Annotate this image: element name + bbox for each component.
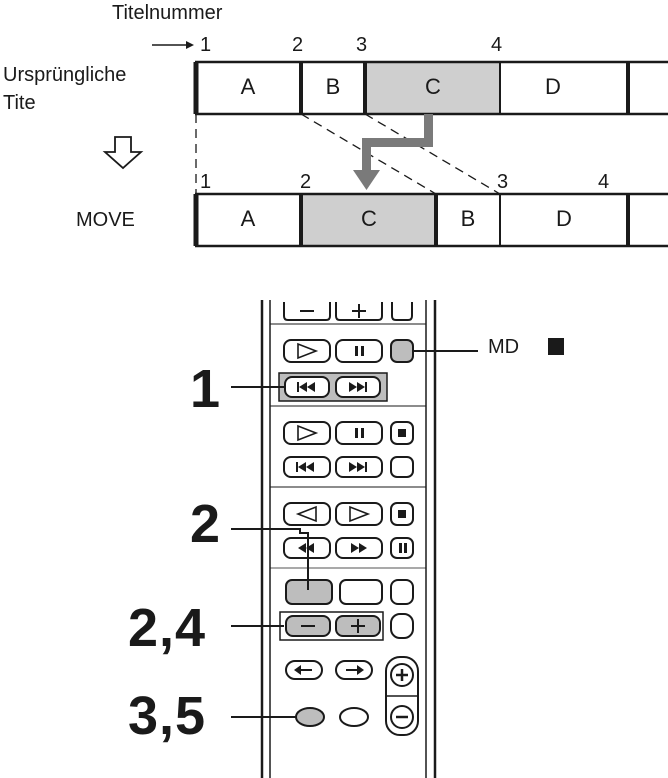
callout-step-1: 1 xyxy=(190,359,222,419)
original-track-label: A xyxy=(240,74,256,99)
move-label: MOVE xyxy=(76,209,135,231)
minus-button[interactable] xyxy=(285,615,331,637)
md-stop-button[interactable] xyxy=(390,339,414,363)
title-number-label: Titelnummer xyxy=(112,2,223,24)
left-arrow-button[interactable] xyxy=(285,660,323,680)
move-number: 4 xyxy=(598,171,610,193)
original-track-label: C xyxy=(425,74,441,99)
original-track-label: D xyxy=(545,74,561,99)
md-next-button[interactable] xyxy=(335,376,381,398)
cd-next-button[interactable] xyxy=(335,456,383,478)
md-pause-button[interactable] xyxy=(335,339,383,363)
blank-button[interactable] xyxy=(339,579,383,605)
callout-lines xyxy=(231,350,478,718)
round-button[interactable] xyxy=(390,613,414,639)
md-play-button[interactable] xyxy=(283,339,331,363)
cd-pause-button[interactable] xyxy=(335,421,383,445)
hollow-down-arrow-icon xyxy=(102,136,144,170)
callout-step-2: 2 xyxy=(190,494,222,554)
move-number: 3 xyxy=(497,171,509,193)
move-track-c-highlight xyxy=(302,194,436,246)
tape-pause-button[interactable] xyxy=(390,537,414,559)
tape-fast-forward-button[interactable] xyxy=(335,537,383,559)
move-track-strip xyxy=(193,192,668,248)
top-partial-row xyxy=(283,302,413,321)
original-number: 4 xyxy=(491,34,503,56)
move-track-label: C xyxy=(361,206,377,231)
oval-button[interactable] xyxy=(339,707,369,727)
tape-reverse-play-button[interactable] xyxy=(283,502,331,526)
right-arrow-button[interactable] xyxy=(335,660,373,680)
move-number: 2 xyxy=(300,171,312,193)
original-number: 1 xyxy=(200,34,212,56)
md-stop-label: MD xyxy=(488,336,520,358)
stop-square-icon xyxy=(548,338,564,355)
original-track-c-highlight xyxy=(367,62,500,114)
callout-step-2-4: 2,4 xyxy=(128,598,207,658)
move-track-label: D xyxy=(556,206,572,231)
cd-previous-button[interactable] xyxy=(283,456,331,478)
small-button[interactable] xyxy=(390,579,414,605)
tape-play-button[interactable] xyxy=(335,502,383,526)
tape-stop-button[interactable] xyxy=(390,502,414,526)
md-previous-button[interactable] xyxy=(284,376,330,398)
cd-play-button[interactable] xyxy=(283,421,331,445)
enter-button[interactable] xyxy=(295,707,325,727)
original-label-line2: Tite xyxy=(3,92,36,114)
original-track-strip xyxy=(193,60,668,116)
move-track-label: A xyxy=(240,206,256,231)
original-number: 2 xyxy=(292,34,304,56)
callout-step-3-5: 3,5 xyxy=(128,686,207,746)
move-arrow-icon xyxy=(353,114,433,190)
cd-stop-button[interactable] xyxy=(390,421,414,445)
original-number: 3 xyxy=(356,34,368,56)
plus-button[interactable] xyxy=(335,615,381,637)
move-track-label: B xyxy=(460,206,476,231)
volume-rocker[interactable] xyxy=(385,656,419,736)
move-number: 1 xyxy=(200,171,212,193)
cd-extra-button[interactable] xyxy=(390,456,414,478)
original-track-label: B xyxy=(325,74,341,99)
original-label-line1: Ursprüngliche xyxy=(3,64,127,86)
